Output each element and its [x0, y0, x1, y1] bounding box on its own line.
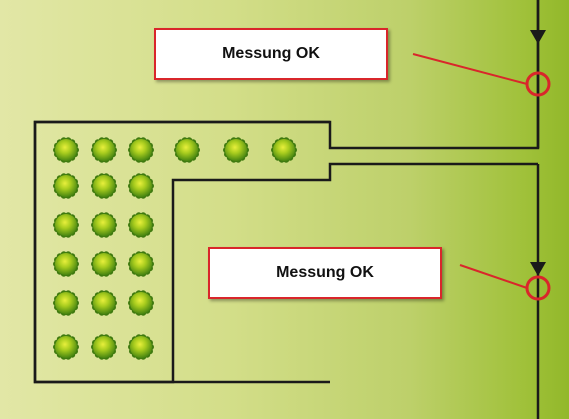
- shrub-icon: [91, 334, 117, 360]
- shrub-icon: [128, 251, 154, 277]
- shrub-icon: [128, 212, 154, 238]
- shrub-icon: [53, 251, 79, 277]
- leader-line-bottom: [459, 264, 528, 289]
- bed-outline: [33, 120, 538, 384]
- shrub-icon: [128, 173, 154, 199]
- shrub-icon: [91, 212, 117, 238]
- shrub-icon: [174, 137, 200, 163]
- shrub-icon: [271, 137, 297, 163]
- shrub-icon: [128, 290, 154, 316]
- arrow-down-icon: [530, 30, 546, 44]
- measurement-label-bottom: Messung OK: [208, 247, 442, 299]
- shrub-icon: [53, 212, 79, 238]
- shrub-icon: [91, 173, 117, 199]
- measurement-label-top: Messung OK: [154, 28, 388, 80]
- shrub-group: [53, 137, 297, 360]
- shrub-icon: [91, 290, 117, 316]
- shrub-icon: [128, 334, 154, 360]
- shrub-icon: [53, 173, 79, 199]
- leader-line-top: [412, 53, 528, 85]
- shrub-icon: [53, 290, 79, 316]
- shrub-icon: [91, 251, 117, 277]
- shrub-icon: [91, 137, 117, 163]
- shrub-icon: [53, 334, 79, 360]
- shrub-icon: [223, 137, 249, 163]
- shrub-icon: [53, 137, 79, 163]
- arrow-down-icon: [530, 262, 546, 276]
- shrub-icon: [128, 137, 154, 163]
